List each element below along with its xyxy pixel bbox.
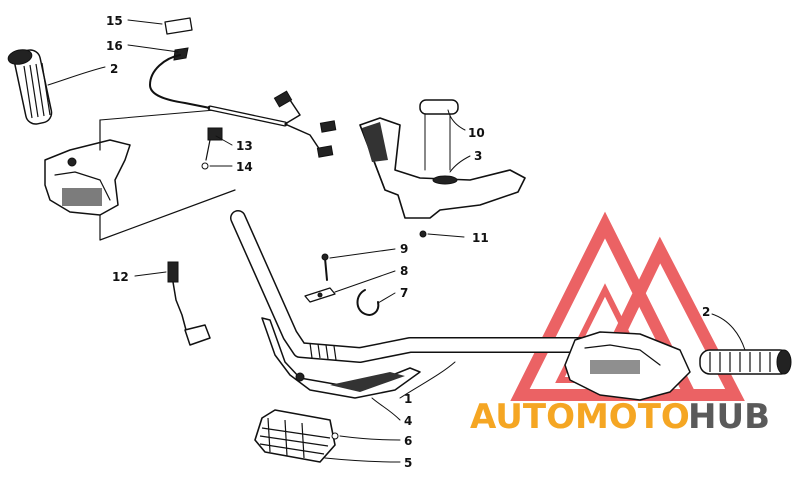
callout-8: 8 [400,264,408,278]
callout-5: 5 [404,456,412,470]
leader-lines [47,19,746,463]
callout-2-right: 2 [702,305,710,319]
callout-7: 7 [400,286,408,300]
callout-14: 14 [236,160,253,174]
right-control [564,331,691,401]
callout-10: 10 [468,126,485,140]
cable-parts [149,17,337,158]
handlebar-riser [359,99,526,238]
callout-9: 9 [400,242,408,256]
watermark-part2: HUB [688,397,770,437]
handlebar-pad [254,409,339,463]
main-handlebar [230,210,588,363]
callout-12: 12 [112,270,129,284]
callout-2-left: 2 [110,62,118,76]
clip-and-screw [201,127,223,170]
fasteners [304,253,380,316]
kill-switch [167,261,211,346]
callout-3: 3 [474,149,482,163]
watermark-text: AUTOMOTO HUB [470,397,770,437]
callout-6: 6 [404,434,412,448]
right-grip [699,349,792,375]
callout-13: 13 [236,139,253,153]
watermark-part1: AUTOMOTO [470,397,690,437]
callout-15: 15 [106,14,123,28]
callout-16: 16 [106,39,123,53]
throttle-housing [44,109,236,241]
left-grip [7,49,53,125]
callout-1: 1 [404,392,412,406]
lower-clamp [261,317,421,399]
callout-4: 4 [404,414,412,428]
callout-labels: 15 16 2 13 14 10 3 11 9 8 7 12 1 4 6 5 2 [106,14,710,470]
callout-11: 11 [472,231,489,245]
